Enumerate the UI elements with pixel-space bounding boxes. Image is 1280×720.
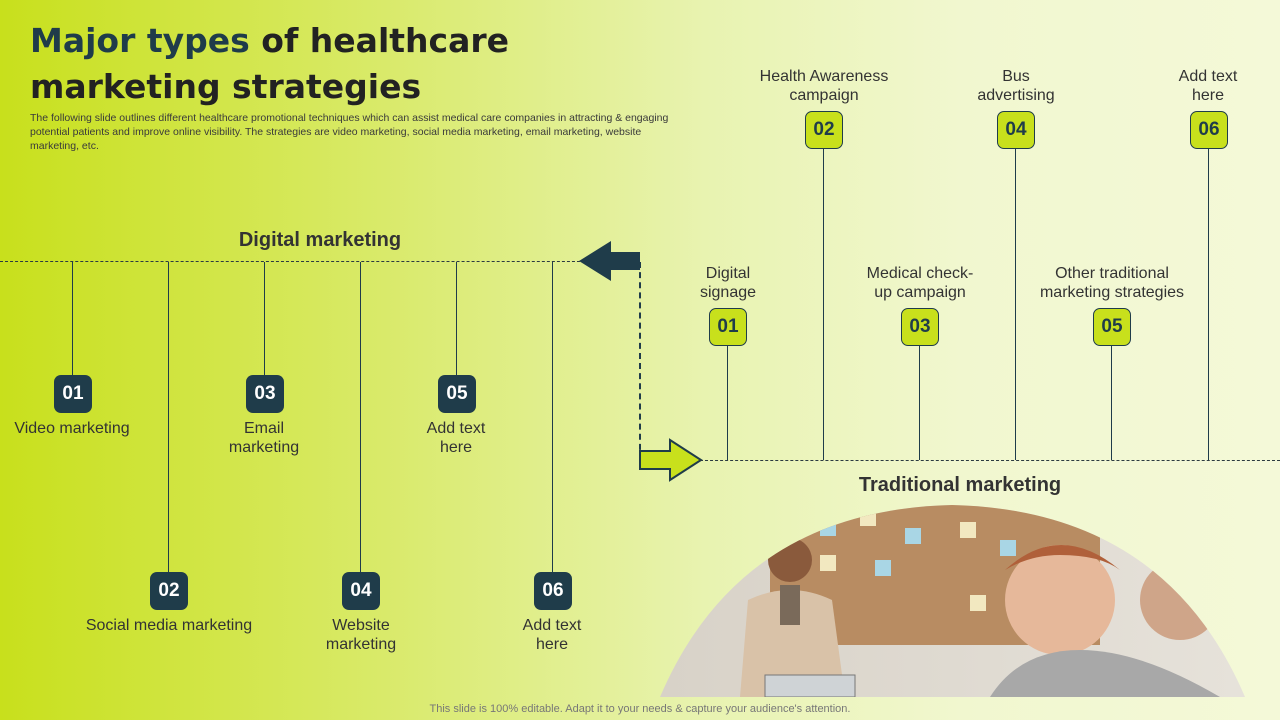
digital-badge-01: 01 [54,375,92,413]
page-title: Major types of healthcare marketing stra… [30,18,590,110]
traditional-badge-03: 03 [901,308,939,346]
traditional-badge-01: 01 [709,308,747,346]
arrow-left-icon [579,241,640,281]
traditional-label-03: Medical check-up campaign [866,265,974,301]
traditional-line-02 [823,149,824,460]
traditional-label-06: Add text here [1178,68,1238,104]
traditional-line-01 [727,346,728,460]
digital-line-04 [360,262,361,572]
traditional-badge-02: 02 [805,111,843,149]
traditional-label-01: Digital signage [699,265,757,301]
traditional-badge-06: 06 [1190,111,1228,149]
digital-badge-06: 06 [534,572,572,610]
digital-badge-03: 03 [246,375,284,413]
traditional-line-03 [919,346,920,460]
arrow-right-icon [639,438,703,482]
digital-line-01 [72,262,73,375]
digital-badge-04: 04 [342,572,380,610]
digital-badge-02: 02 [150,572,188,610]
traditional-label-02: Health Awareness campaign [759,68,889,104]
digital-timeline [0,261,590,262]
digital-line-02 [168,262,169,572]
digital-label-03: Email marketing [228,420,300,456]
digital-line-06 [552,262,553,572]
digital-marketing-heading: Digital marketing [238,229,402,251]
team-photo [660,500,1245,697]
traditional-line-06 [1208,149,1209,460]
digital-line-03 [264,262,265,375]
traditional-line-04 [1015,149,1016,460]
traditional-label-04: Bus advertising [977,68,1055,104]
traditional-line-05 [1111,346,1112,460]
traditional-marketing-heading: Traditional marketing [858,474,1062,496]
title-accent: Major types [30,21,250,60]
digital-label-05: Add text here [426,420,486,456]
title-line2: marketing strategies [30,67,422,106]
digital-label-01: Video marketing [14,420,130,437]
traditional-badge-04: 04 [997,111,1035,149]
digital-label-04: Website marketing [325,617,397,653]
digital-label-02: Social media marketing [85,617,253,634]
digital-badge-05: 05 [438,375,476,413]
title-rest: of healthcare [249,21,510,60]
slide-description: The following slide outlines different h… [30,112,669,152]
connector-dashed-line [639,262,641,460]
footer-note: This slide is 100% editable. Adapt it to… [429,703,851,715]
traditional-badge-05: 05 [1093,308,1131,346]
traditional-label-05: Other traditional marketing strategies [1039,265,1185,301]
digital-line-05 [456,262,457,375]
digital-label-06: Add text here [522,617,582,653]
traditional-timeline [700,460,1280,461]
